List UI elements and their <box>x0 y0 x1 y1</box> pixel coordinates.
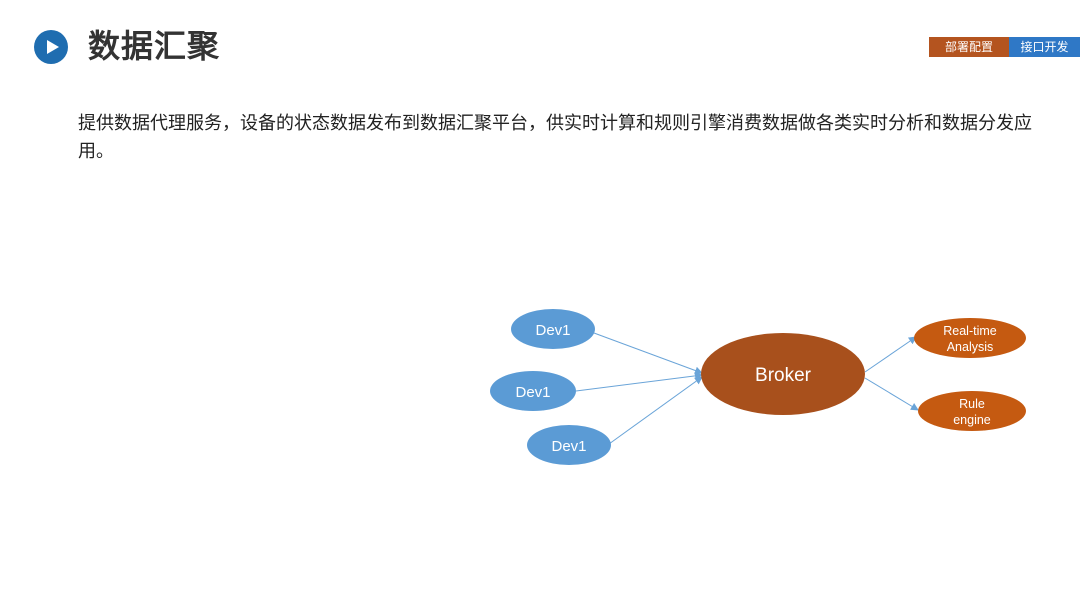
source-node-2: Dev1 <box>490 371 576 411</box>
broker-label: Broker <box>755 365 812 386</box>
source-node-label: Dev1 <box>535 322 570 339</box>
tab-interface-dev[interactable]: 接口开发 <box>1009 37 1080 57</box>
page-title: 数据汇聚 <box>88 27 221 65</box>
edge-source-2-to-broker <box>575 371 703 392</box>
source-node-label: Dev1 <box>551 438 586 455</box>
realtime-analysis-node: Real-time Analysis <box>914 318 1026 358</box>
rule-engine-node: Rule engine <box>918 391 1026 431</box>
realtime-analysis-label-line-1: Real-time <box>943 324 997 338</box>
broker-node: Broker <box>701 333 865 415</box>
description-text: 提供数据代理服务，设备的状态数据发布到数据汇聚平台，供实时计算和规则引擎消费数据… <box>78 113 1032 162</box>
tab-deploy-config[interactable]: 部署配置 <box>929 37 1009 57</box>
play-circle-icon <box>34 30 68 64</box>
realtime-analysis-label-line-2: Analysis <box>947 340 994 354</box>
header-tabs: 部署配置 接口开发 <box>929 37 1080 57</box>
source-node-1: Dev1 <box>511 309 595 349</box>
edge-source-1-to-broker <box>593 332 703 375</box>
edge-broker-to-rule-engine <box>864 377 919 411</box>
rule-engine-label-line-2: engine <box>953 413 991 427</box>
source-node-label: Dev1 <box>515 384 550 401</box>
source-node-3: Dev1 <box>527 425 611 465</box>
edge-broker-to-realtime <box>864 336 917 373</box>
rule-engine-label-line-1: Rule <box>959 397 985 411</box>
edge-source-3-to-broker <box>608 376 703 445</box>
